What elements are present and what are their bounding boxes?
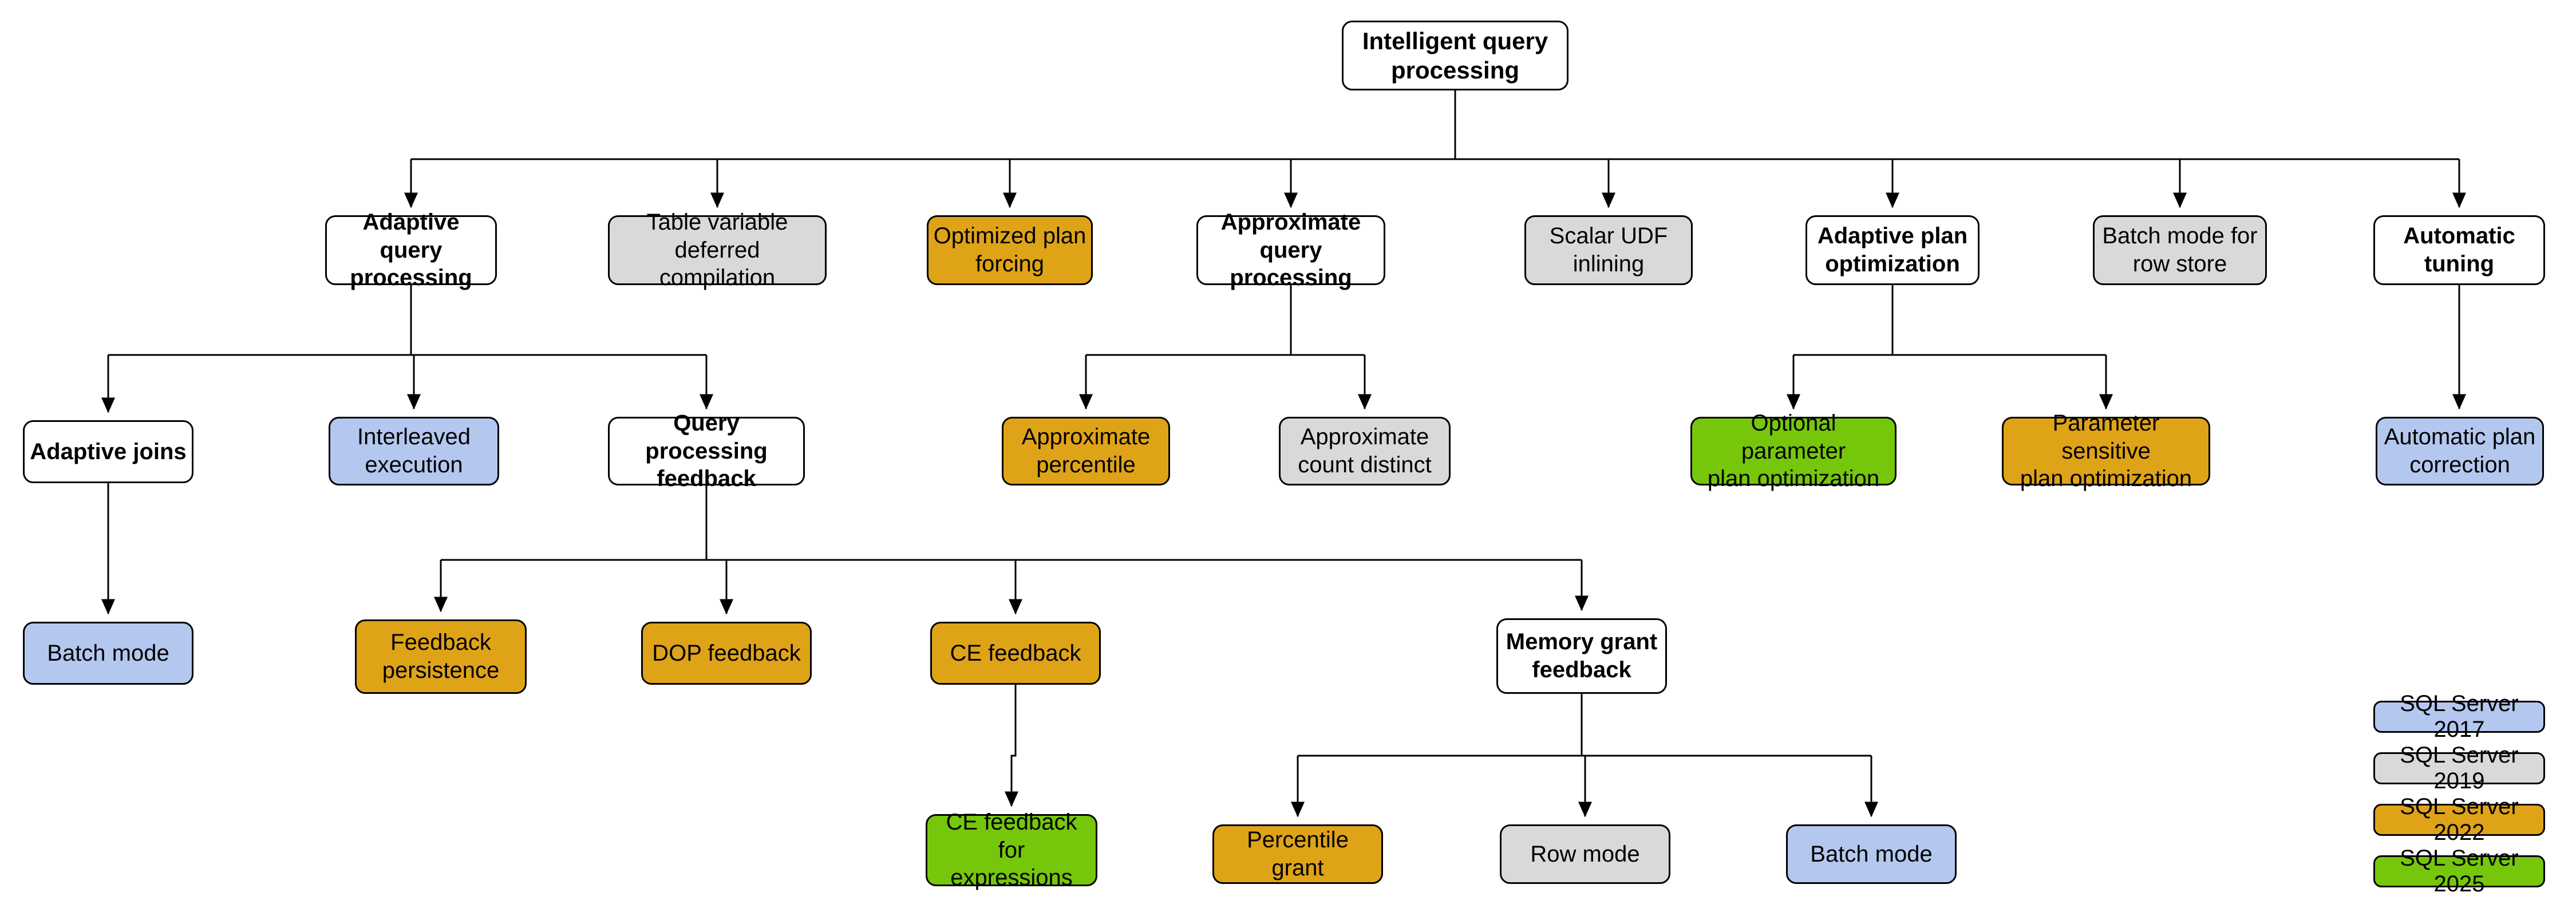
node-dopfb[interactable]: DOP feedback [641, 622, 812, 685]
legend-item-sql-server-2017: SQL Server 2017 [2373, 691, 2545, 742]
legend-item-sql-server-2025: SQL Server 2025 [2373, 846, 2545, 897]
node-aqp[interactable]: Adaptive query processing [325, 210, 497, 290]
node-fbpersist[interactable]: Feedback persistence [355, 619, 527, 694]
node-approxcnt[interactable]: Approximate count distinct [1279, 417, 1451, 485]
edge-cefb-cefbexpr [1005, 685, 1018, 807]
node-rowmode[interactable]: Row mode [1500, 824, 1670, 884]
node-bmrs[interactable]: Batch mode for row store [2093, 215, 2267, 285]
node-tvdc[interactable]: Table variable deferred compilation [608, 210, 827, 290]
node-batchmode2[interactable]: Batch mode [1786, 824, 1957, 884]
node-root[interactable]: Intelligent query processing [1342, 21, 1568, 90]
node-pctgrant[interactable]: Percentile grant [1212, 824, 1383, 884]
node-interleaved[interactable]: Interleaved execution [329, 417, 499, 485]
node-pspo[interactable]: Parameter sensitive plan optimization [2002, 410, 2210, 491]
legend-item-sql-server-2019: SQL Server 2019 [2373, 743, 2545, 793]
node-approxpct[interactable]: Approximate percentile [1002, 417, 1170, 485]
node-oppo[interactable]: Optional parameter plan optimization [1690, 410, 1897, 491]
node-cefb[interactable]: CE feedback [930, 622, 1101, 685]
node-apc[interactable]: Automatic plan correction [2376, 417, 2544, 485]
node-apq[interactable]: Approximate query processing [1196, 210, 1385, 290]
legend-item-sql-server-2022: SQL Server 2022 [2373, 794, 2545, 845]
node-apo[interactable]: Adaptive plan optimization [1805, 215, 1980, 285]
node-opf[interactable]: Optimized plan forcing [927, 215, 1093, 285]
node-qpf[interactable]: Query processing feedback [608, 410, 805, 491]
node-mgf[interactable]: Memory grant feedback [1496, 618, 1667, 694]
node-batchmode1[interactable]: Batch mode [23, 622, 193, 685]
node-udf[interactable]: Scalar UDF inlining [1524, 215, 1693, 285]
node-adaptjoins[interactable]: Adaptive joins [23, 420, 193, 483]
node-autotune[interactable]: Automatic tuning [2373, 215, 2545, 285]
node-cefbexpr[interactable]: CE feedback for expressions [926, 810, 1097, 890]
